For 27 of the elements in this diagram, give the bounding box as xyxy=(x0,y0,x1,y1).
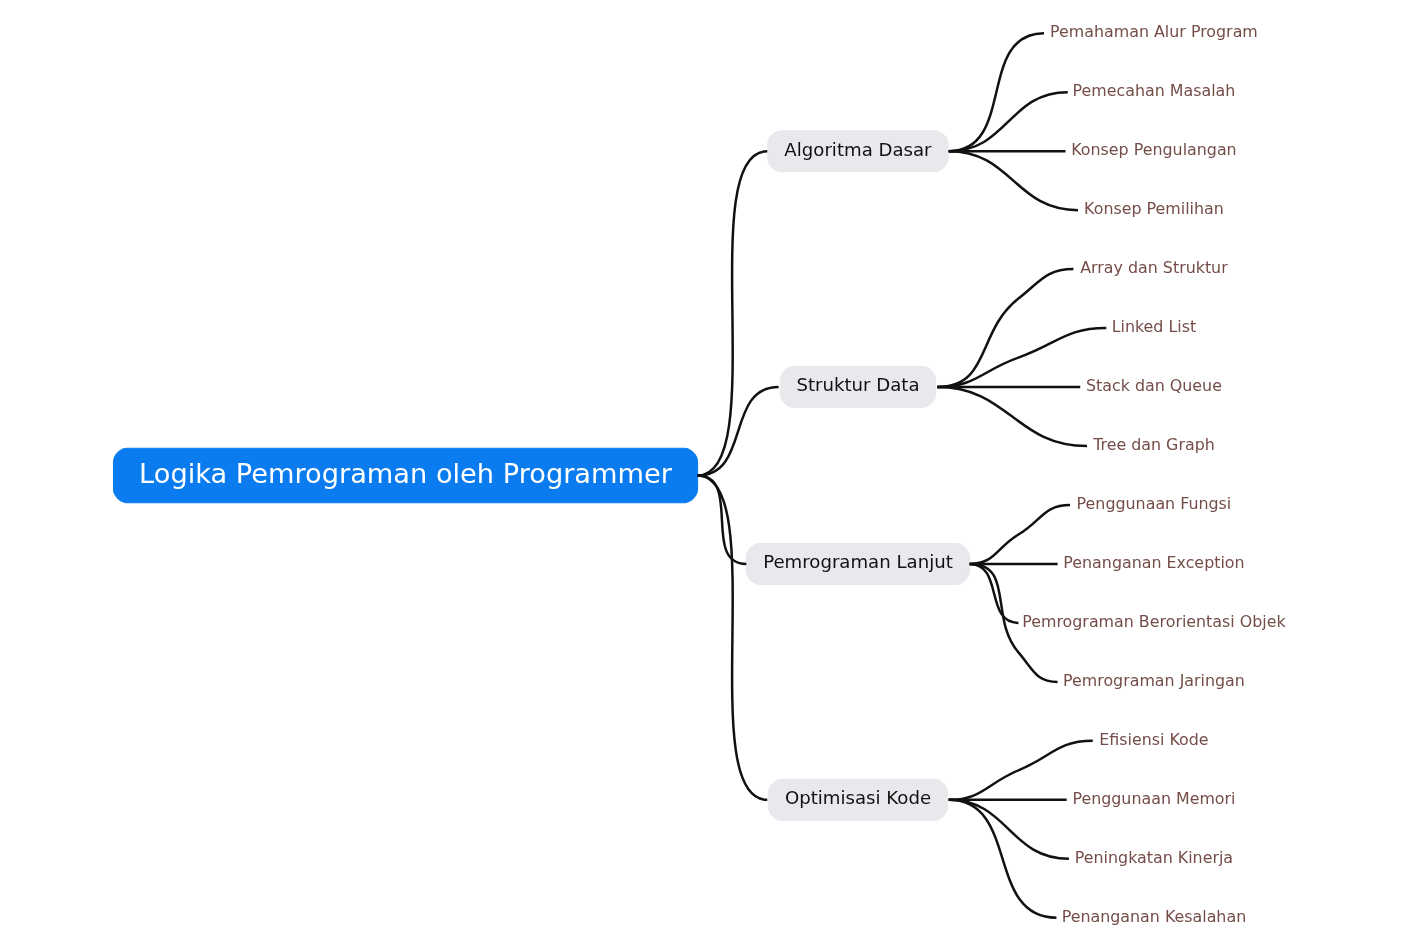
node-text: Penanganan Exception xyxy=(1062,553,1245,573)
node-text: Peningkatan Kinerja xyxy=(1074,847,1233,867)
node-text: Tree dan Graph xyxy=(1092,435,1215,455)
node-box: Pemrograman Lanjut xyxy=(745,542,970,585)
node-box: Struktur Data xyxy=(779,366,936,409)
connector xyxy=(936,385,1087,448)
connector xyxy=(948,798,1057,919)
node-text: Pemahaman Alur Program xyxy=(1049,22,1258,42)
node-text: Array dan Struktur xyxy=(1079,258,1228,278)
connector xyxy=(969,562,1058,684)
node-text: Efisiensi Kode xyxy=(1098,730,1209,750)
connector xyxy=(948,739,1093,802)
node-box: Algoritma Dasar xyxy=(766,130,949,173)
node-box: Optimisasi Kode xyxy=(767,778,948,821)
node-text: Linked List xyxy=(1111,317,1196,337)
node-text: Penggunaan Fungsi xyxy=(1076,494,1231,514)
node-text: Pemrograman Jaringan xyxy=(1062,671,1245,691)
connector xyxy=(696,474,768,801)
node-text: Pemrograman Berorientasi Objek xyxy=(1021,612,1286,632)
node-text: Stack dan Queue xyxy=(1085,376,1222,396)
node-text: Penanganan Kesalahan xyxy=(1061,906,1246,926)
connector xyxy=(948,149,1078,212)
node-text: Pemecahan Masalah xyxy=(1072,81,1235,101)
node-text: Konsep Pengulangan xyxy=(1070,140,1237,160)
node-box: Logika Pemrograman oleh Programmer xyxy=(112,447,698,504)
node-text: Penggunaan Memori xyxy=(1071,789,1235,809)
node-text: Konsep Pemilihan xyxy=(1083,199,1224,219)
